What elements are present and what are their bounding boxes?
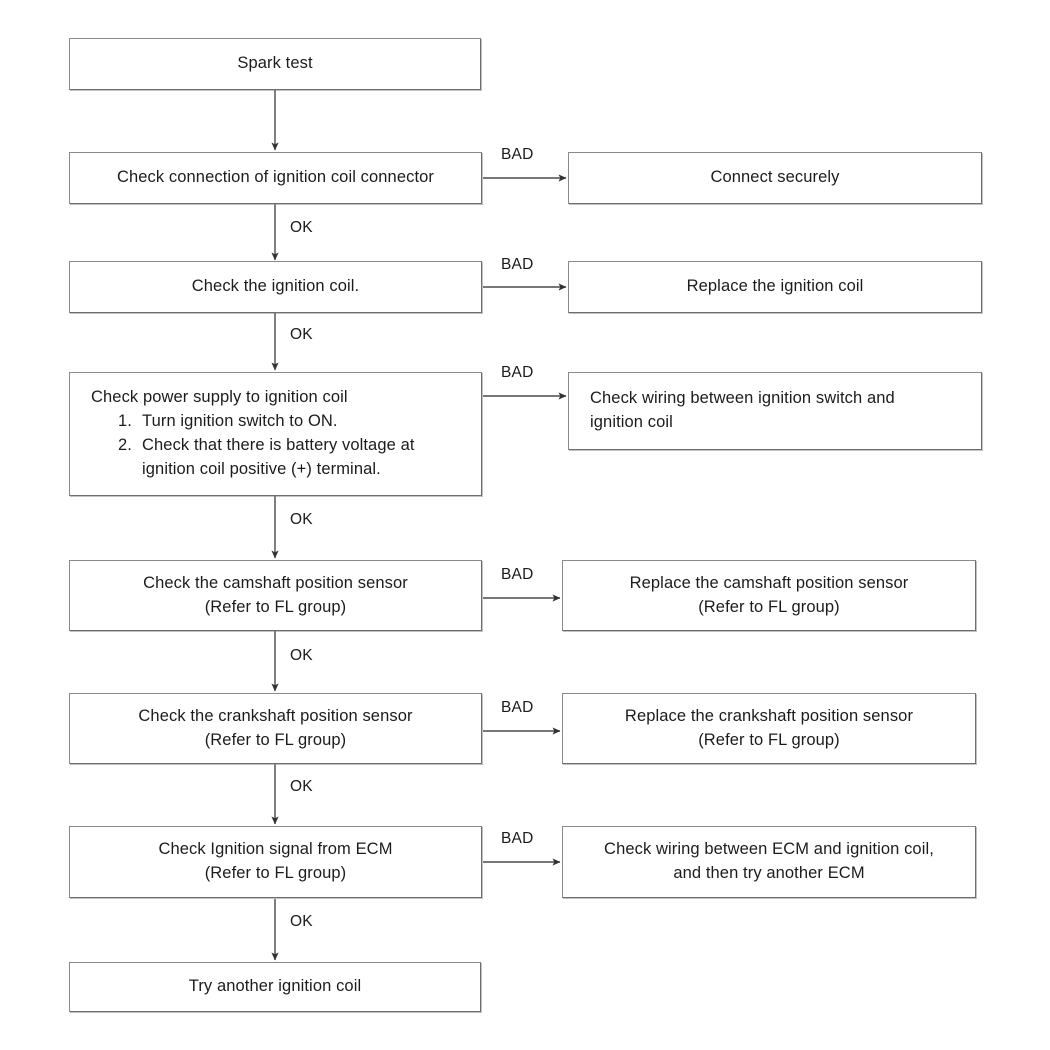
- node-check-ecm-signal-line2: (Refer to FL group): [204, 864, 347, 882]
- node-check-camshaft-sensor[interactable]: Check the camshaft position sensor (Refe…: [69, 560, 482, 631]
- node-replace-camshaft-sensor-line1: Replace the camshaft position sensor: [629, 573, 909, 592]
- node-replace-camshaft-sensor[interactable]: Replace the camshaft position sensor (Re…: [562, 560, 976, 631]
- edge-label-ok-1: OK: [290, 219, 313, 236]
- node-check-power-supply[interactable]: Check power supply to ignition coil 1. T…: [69, 372, 482, 496]
- node-spark-test-label: Spark test: [237, 54, 313, 73]
- step-item: 2. Check that there is battery voltage a…: [118, 434, 469, 482]
- node-check-wiring-ecm-line2: and then try another ECM: [673, 864, 865, 882]
- node-replace-camshaft-sensor-line2: (Refer to FL group): [698, 597, 840, 616]
- node-spark-test[interactable]: Spark test: [69, 38, 481, 90]
- node-try-another-coil-label: Try another ignition coil: [188, 977, 362, 996]
- node-connect-securely-label: Connect securely: [710, 168, 840, 187]
- node-check-wiring-ignition-switch-line2: ignition coil: [590, 413, 673, 431]
- step-number: 2.: [118, 436, 132, 454]
- node-check-connector[interactable]: Check connection of ignition coil connec…: [69, 152, 482, 204]
- edge-label-ok-3: OK: [290, 511, 313, 528]
- node-check-power-supply-heading: Check power supply to ignition coil: [91, 388, 348, 407]
- node-connect-securely[interactable]: Connect securely: [568, 152, 982, 204]
- node-replace-crankshaft-sensor-line2: (Refer to FL group): [698, 730, 840, 749]
- node-check-crankshaft-sensor-line2: (Refer to FL group): [204, 730, 347, 749]
- step-item: 1. Turn ignition switch to ON.: [118, 410, 469, 434]
- step-text: Check that there is battery voltage at i…: [142, 436, 415, 478]
- node-check-ignition-coil[interactable]: Check the ignition coil.: [69, 261, 482, 313]
- node-replace-crankshaft-sensor[interactable]: Replace the crankshaft position sensor (…: [562, 693, 976, 764]
- edge-label-bad-4: BAD: [501, 566, 534, 583]
- step-number: 1.: [118, 412, 132, 431]
- edge-label-bad-1: BAD: [501, 146, 534, 163]
- node-check-camshaft-sensor-line2: (Refer to FL group): [204, 597, 347, 616]
- node-check-wiring-ignition-switch[interactable]: Check wiring between ignition switch and…: [568, 372, 982, 450]
- node-check-ecm-signal-line1: Check Ignition signal from ECM: [158, 840, 393, 859]
- node-check-crankshaft-sensor-line1: Check the crankshaft position sensor: [138, 706, 413, 725]
- step-text: Turn ignition switch to ON.: [142, 412, 338, 431]
- node-replace-ignition-coil-label: Replace the ignition coil: [686, 277, 864, 296]
- node-check-ignition-coil-label: Check the ignition coil.: [191, 277, 360, 296]
- node-check-connector-label: Check connection of ignition coil connec…: [116, 168, 435, 187]
- edge-label-ok-5: OK: [290, 778, 313, 795]
- edge-label-bad-6: BAD: [501, 830, 534, 847]
- node-replace-ignition-coil[interactable]: Replace the ignition coil: [568, 261, 982, 313]
- node-check-wiring-ecm[interactable]: Check wiring between ECM and ignition co…: [562, 826, 976, 898]
- node-check-ecm-signal[interactable]: Check Ignition signal from ECM (Refer to…: [69, 826, 482, 898]
- node-check-wiring-ignition-switch-line1: Check wiring between ignition switch and: [590, 389, 895, 408]
- node-check-power-supply-steps: 1. Turn ignition switch to ON. 2. Check …: [91, 410, 469, 482]
- edge-label-ok-6: OK: [290, 913, 313, 930]
- node-try-another-coil[interactable]: Try another ignition coil: [69, 962, 481, 1012]
- edge-label-bad-2: BAD: [501, 256, 534, 273]
- node-replace-crankshaft-sensor-line1: Replace the crankshaft position sensor: [624, 706, 914, 725]
- node-check-camshaft-sensor-line1: Check the camshaft position sensor: [143, 573, 408, 592]
- edge-label-ok-4: OK: [290, 647, 313, 664]
- node-check-wiring-ecm-line1: Check wiring between ECM and ignition co…: [604, 840, 934, 859]
- edge-label-bad-5: BAD: [501, 699, 534, 716]
- edge-label-ok-2: OK: [290, 326, 313, 343]
- edge-label-bad-3: BAD: [501, 364, 534, 381]
- node-check-crankshaft-sensor[interactable]: Check the crankshaft position sensor (Re…: [69, 693, 482, 764]
